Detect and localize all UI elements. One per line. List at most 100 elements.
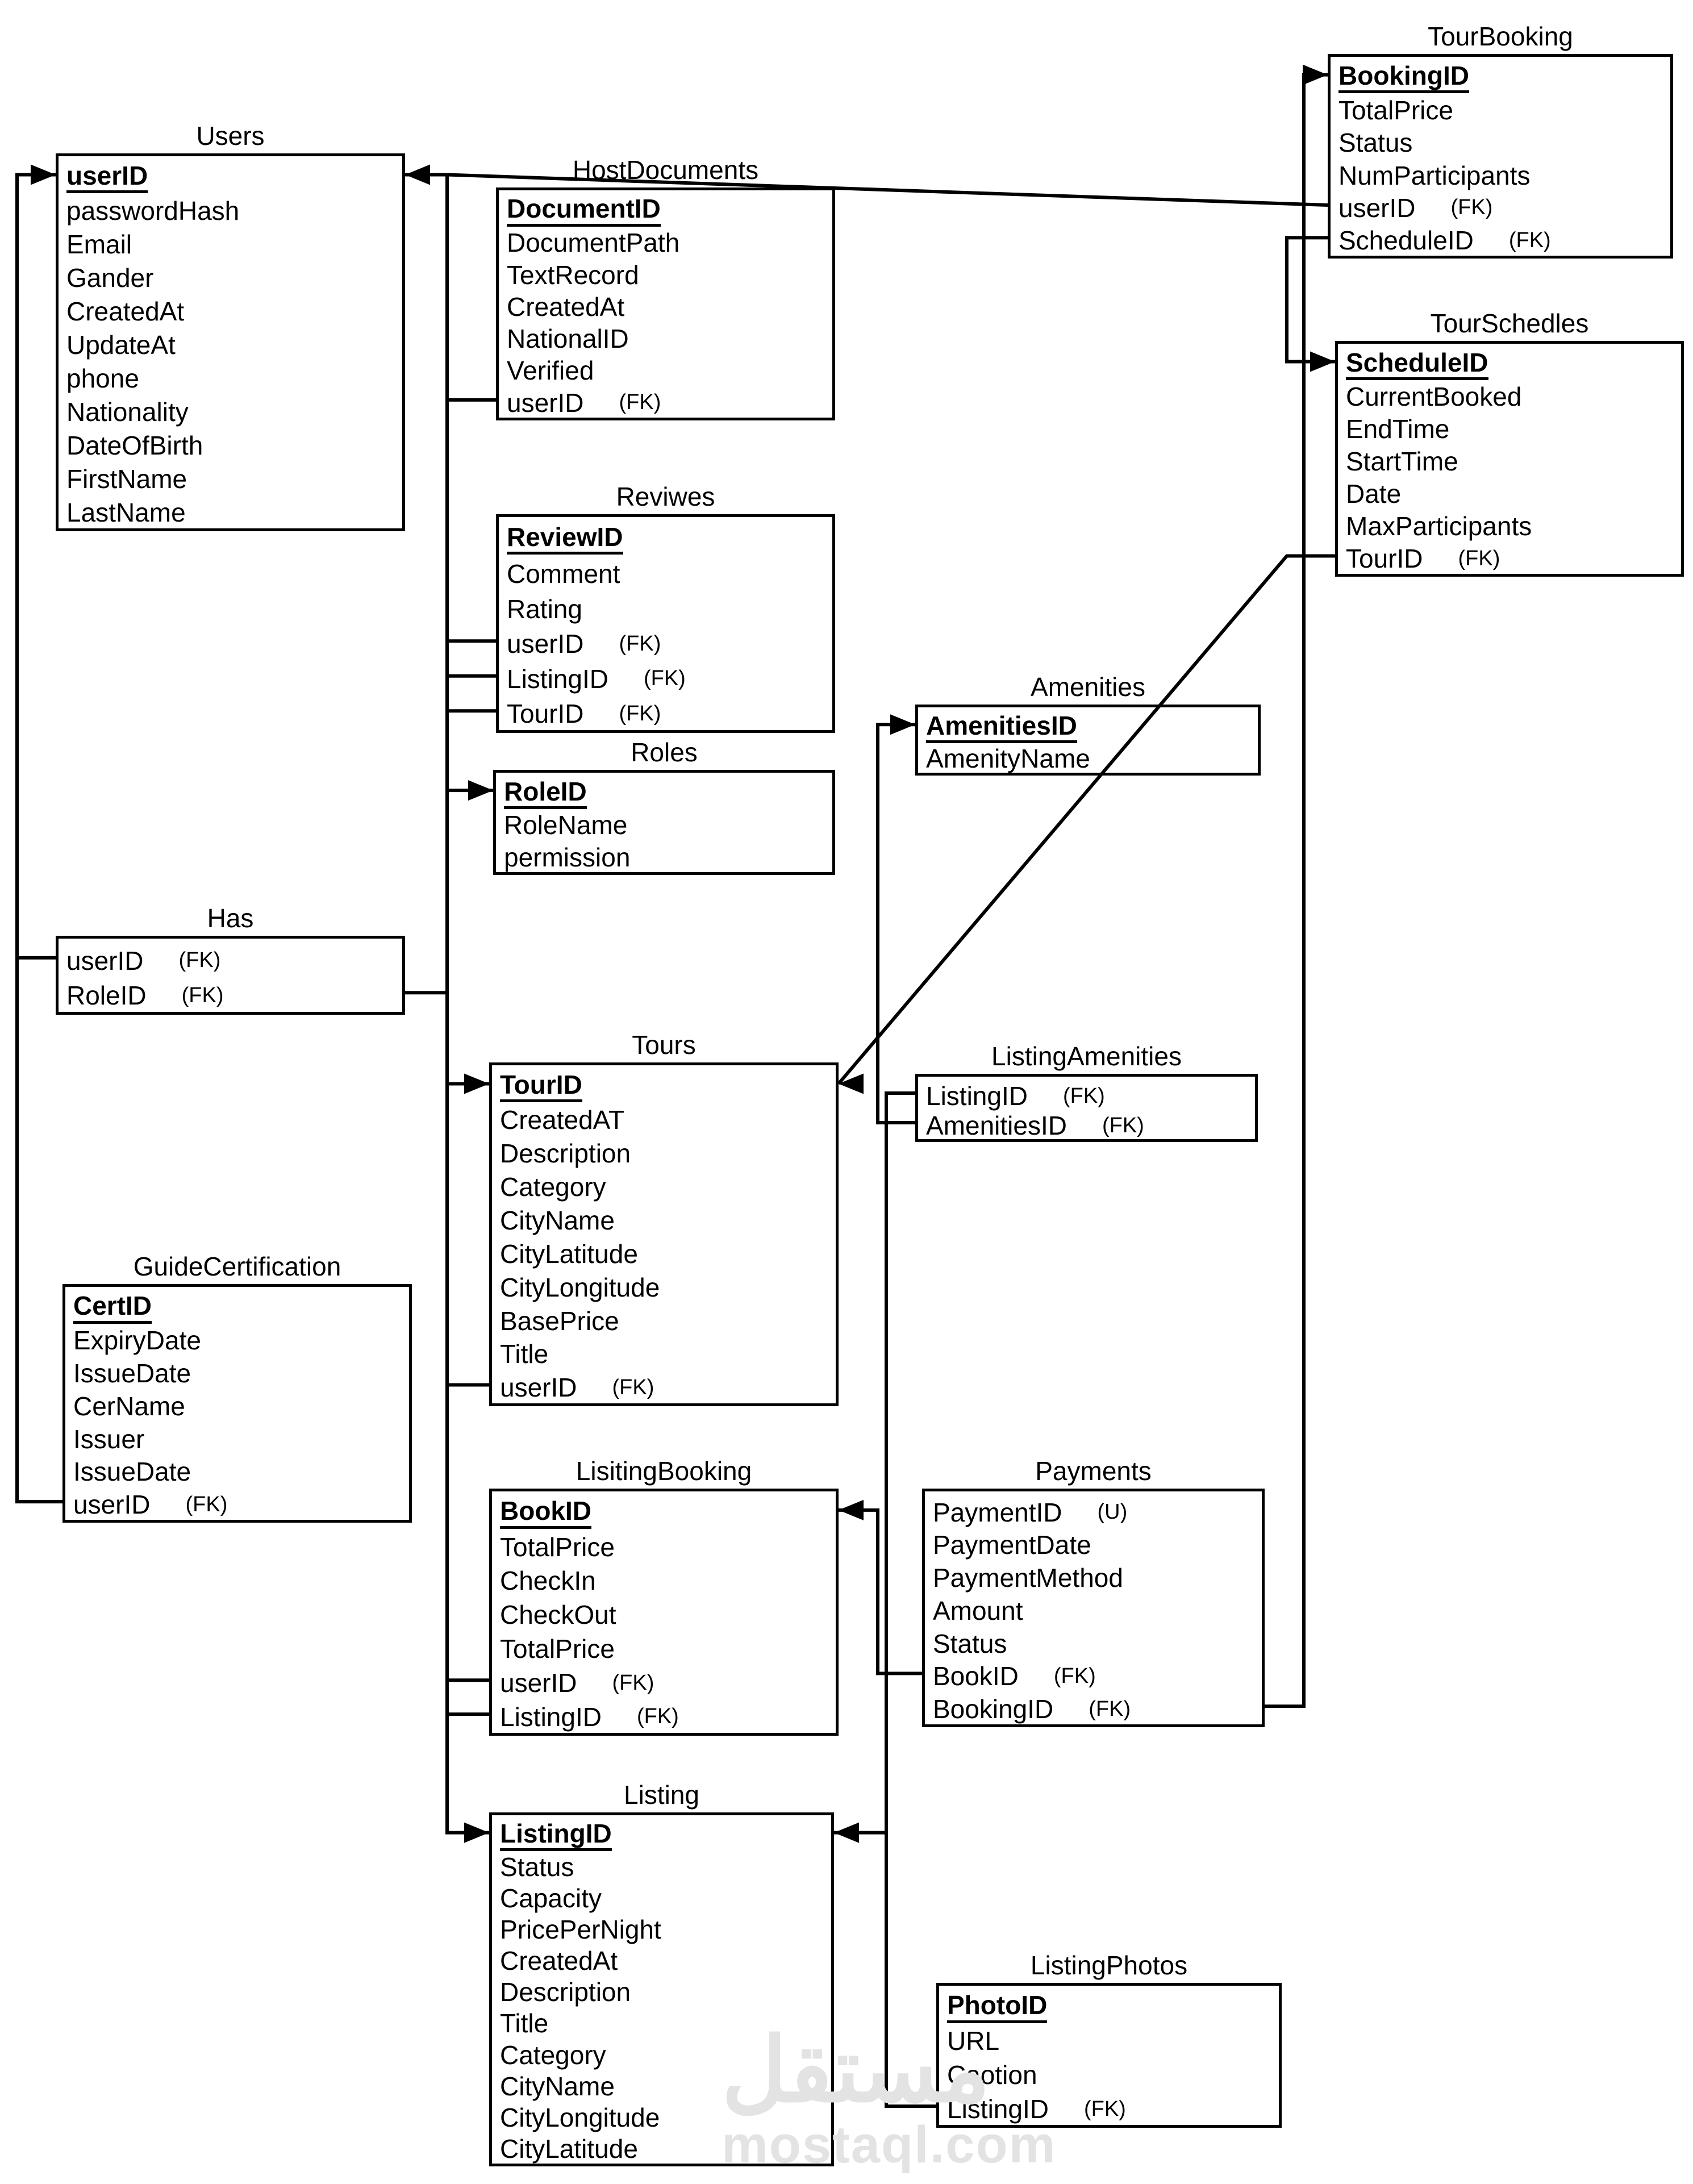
field-name: userID <box>507 387 584 418</box>
field-name: ListingID <box>500 1702 602 1732</box>
field-name: TourID <box>507 699 584 729</box>
field-row-listingbooking-checkout: CheckOut <box>492 1598 836 1632</box>
field-name: DocumentPath <box>507 228 680 258</box>
field-row-tours-tourid: TourID <box>492 1070 836 1103</box>
field-row-listing-category: Category <box>492 2039 831 2070</box>
field-name: ExpiryDate <box>73 1326 201 1356</box>
field-name: CheckOut <box>500 1600 616 1630</box>
field-row-listingbooking-totalprice: TotalPrice <box>492 1632 836 1666</box>
field-name: CityName <box>500 2071 615 2101</box>
arrowhead-icon <box>468 780 493 801</box>
field-row-guidecert-issuer: Issuer <box>65 1423 409 1456</box>
field-row-tourschedules-tourid: TourID(FK) <box>1338 543 1681 575</box>
field-key-tag: (U) <box>1097 1500 1128 1524</box>
entity-title-amenities: Amenities <box>1031 672 1145 702</box>
entity-title-listingamenities: ListingAmenities <box>991 1041 1182 1071</box>
entity-box-has[interactable]: userID(FK)RoleID(FK) <box>56 936 405 1015</box>
primary-key-field: CertID <box>73 1292 152 1324</box>
field-row-reviews-userid: userID (FK) <box>499 627 832 662</box>
field-row-tours-citylongitude: CityLongitude <box>492 1270 836 1304</box>
field-row-tourschedules-currentbooked: CurrentBooked <box>1338 381 1681 413</box>
field-row-listingphotos-photoid: PhotoID <box>939 1990 1279 2024</box>
field-name: Capacity <box>500 1883 602 1913</box>
field-row-payments-paymentdate: PaymentDate <box>925 1529 1262 1562</box>
field-name: CheckIn <box>500 1566 596 1596</box>
field-row-hostdocs-userid: userID (FK) <box>499 387 832 419</box>
field-row-listing-status: Status <box>492 1851 831 1882</box>
field-name: ScheduleID <box>1338 226 1474 256</box>
field-row-tourbooking-status: Status <box>1331 127 1670 159</box>
primary-key-field: BookingID <box>1338 62 1469 94</box>
field-row-listingbooking-userid: userID(FK) <box>492 1666 836 1700</box>
field-row-hostdocs-createdat: CreatedAt <box>499 291 832 323</box>
relationship-users-right-channel <box>445 174 489 1835</box>
field-name: Status <box>933 1628 1007 1658</box>
field-row-tourschedules-date: Date <box>1338 478 1681 510</box>
field-name: userID <box>507 629 584 659</box>
field-key-tag: (FK) <box>1089 1697 1131 1721</box>
field-key-tag: (FK) <box>619 390 661 415</box>
field-row-hostdocs-verified: Verified <box>499 355 832 386</box>
field-name: PricePerNight <box>500 1914 661 1944</box>
field-key-tag: (FK) <box>619 631 661 656</box>
field-row-payments-amount: Amount <box>925 1594 1262 1627</box>
field-row-users-createdat: CreatedAt <box>59 295 402 328</box>
field-name: CerName <box>73 1391 185 1421</box>
arrowhead-icon <box>839 1499 864 1520</box>
entity-title-users: Users <box>196 121 265 151</box>
field-name: TotalPrice <box>500 1532 615 1562</box>
entity-title-payments: Payments <box>1035 1456 1152 1486</box>
field-name: CityLongitude <box>500 2102 660 2132</box>
field-row-listing-capacity: Capacity <box>492 1882 831 1914</box>
entity-title-listingphotos: ListingPhotos <box>1030 1950 1188 1980</box>
field-name: Status <box>500 1852 574 1882</box>
field-key-tag: (FK) <box>1062 1083 1105 1108</box>
field-name: IssueDate <box>73 1358 191 1389</box>
field-row-reviews-listingid: ListingID(FK) <box>499 661 832 697</box>
entity-title-listingbooking: LisitingBooking <box>576 1456 752 1486</box>
field-row-tourschedules-starttime: StartTime <box>1338 445 1681 478</box>
field-row-users-lastname: LastName <box>59 496 402 530</box>
relationship-payments-bookid <box>839 1508 922 1675</box>
field-row-listing-cityname: CityName <box>492 2070 831 2102</box>
entity-title-has: Has <box>207 903 254 933</box>
entity-title-guidecert: GuideCertification <box>133 1252 341 1281</box>
field-row-payments-paymentid: PaymentID(U) <box>925 1496 1262 1529</box>
entity-box-listingamenities[interactable]: ListingID(FK)AmenitiesID(FK) <box>915 1074 1258 1142</box>
field-row-listing-citylatitude: CityLatitude <box>492 2133 831 2165</box>
primary-key-field: BookID <box>500 1497 591 1529</box>
field-name: Issuer <box>73 1424 145 1454</box>
field-name: Status <box>1338 128 1413 158</box>
primary-key-field: TourID <box>500 1071 582 1103</box>
field-name: BasePrice <box>500 1306 619 1336</box>
entity-title-tourbooking: TourBooking <box>1428 22 1573 51</box>
entity-title-listing: Listing <box>624 1780 699 1810</box>
field-row-tourschedules-maxparticipants: MaxParticipants <box>1338 510 1681 543</box>
field-name: TotalPrice <box>500 1634 615 1664</box>
field-name: DateOfBirth <box>66 431 203 461</box>
arrowhead-icon <box>31 164 56 185</box>
field-row-listing-title: Title <box>492 2008 831 2039</box>
field-row-has-roleid: RoleID(FK) <box>59 978 402 1014</box>
field-name: URL <box>947 2026 1000 2056</box>
field-row-listingphotos-caotion: Caotion <box>939 2058 1279 2093</box>
field-key-tag: (FK) <box>1508 228 1551 252</box>
field-name: Email <box>66 230 132 260</box>
field-name: UpdateAt <box>66 330 176 360</box>
field-row-guidecert-issuedate: IssueDate <box>65 1357 409 1390</box>
field-key-tag: (FK) <box>1102 1113 1144 1137</box>
field-name: Verified <box>507 356 594 386</box>
